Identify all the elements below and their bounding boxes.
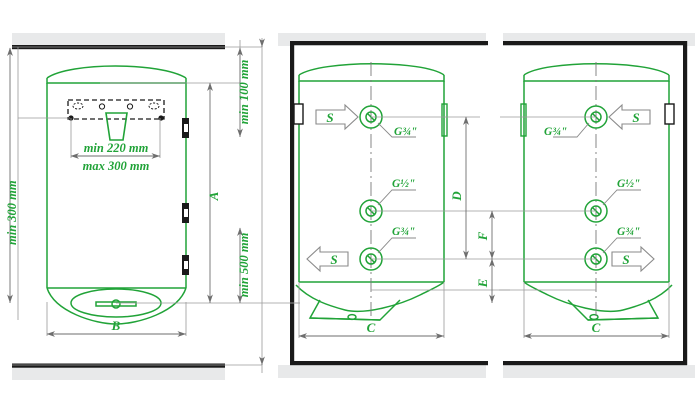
witness-lines-mid (262, 116, 510, 338)
label-thread-center-mid: G½" (392, 178, 415, 190)
front-view-panel: min 300 mm min 220 mm max 300 mm B A (5, 33, 262, 380)
side-lug-mid (441, 103, 448, 137)
label-flow-right-bottom: S (622, 252, 629, 267)
dimension-min-220-max-300: min 220 mm max 300 mm (70, 141, 160, 173)
flow-arrow-right-bottom: S (611, 245, 655, 273)
dimension-f: F (475, 210, 495, 259)
label-dim-e: E (475, 278, 490, 288)
flow-arrow-right-top: S (608, 103, 651, 131)
label-dim-c-right: C (592, 320, 601, 335)
label-dim-c-left: C (367, 320, 376, 335)
label-thread-bottom-mid: G¾" (392, 226, 415, 238)
wall-lug-right (664, 103, 675, 125)
floor-slab-right (503, 361, 695, 378)
label-min-500: min 500 mm (237, 232, 251, 297)
dimension-c-right: C (523, 320, 669, 339)
label-thread-bottom-right: G¾" (617, 226, 640, 238)
side-view-left-panel: S S G¾" G½" G¾" D (262, 33, 510, 378)
label-min-300: min 300 mm (5, 180, 19, 245)
side-mount-lugs-front (182, 118, 189, 275)
wall-bracket-dashed (67, 99, 165, 121)
floor-slab-mid (278, 361, 488, 378)
wall-left-mid (290, 41, 295, 365)
ceiling-slab-mid (278, 33, 488, 46)
label-min-220: min 220 mm (84, 141, 149, 155)
dimension-a: A (206, 82, 221, 303)
flue-connector-front (105, 112, 128, 141)
dimension-b: B (46, 318, 186, 337)
center-vertical-dimensions: min 100 mm min 500 mm (237, 38, 265, 373)
flow-arrow-mid-bottom: S (306, 245, 349, 273)
side-view-right-panel: S S G¾" G½" G¾" C (499, 33, 695, 378)
dimension-c-left: C (298, 320, 444, 339)
flow-arrow-mid-top: S (315, 103, 359, 131)
floor-slab-front (12, 363, 225, 380)
dimension-min-300: min 300 mm (5, 47, 19, 303)
thread-leaders-right (553, 122, 641, 254)
label-dim-d: D (449, 191, 464, 202)
dimension-e: E (475, 258, 495, 303)
label-flow-mid-bottom: S (330, 252, 337, 267)
label-flow-right-top: S (632, 110, 639, 125)
witness-lines-front (12, 46, 262, 366)
port-bottom-mid (359, 247, 383, 271)
ceiling-slab-right (503, 33, 695, 46)
witness-lines-right (499, 116, 670, 338)
label-flow-mid-top: S (326, 110, 333, 125)
label-max-300: max 300 mm (83, 159, 150, 173)
label-dim-f: F (475, 231, 490, 241)
wall-lug-mid (293, 103, 304, 125)
heater-body-mid (295, 63, 445, 321)
label-min-100: min 100 mm (237, 59, 251, 124)
label-thread-top-mid: G¾" (394, 126, 417, 138)
thread-leaders-mid (377, 122, 416, 254)
label-thread-center-right: G½" (617, 178, 640, 190)
label-dim-b: B (111, 318, 121, 333)
wall-right-right (683, 41, 688, 365)
dimension-d: D (449, 116, 469, 259)
label-dim-a: A (206, 191, 221, 201)
label-thread-top-right: G¾" (544, 126, 567, 138)
side-lug-right (520, 103, 527, 137)
